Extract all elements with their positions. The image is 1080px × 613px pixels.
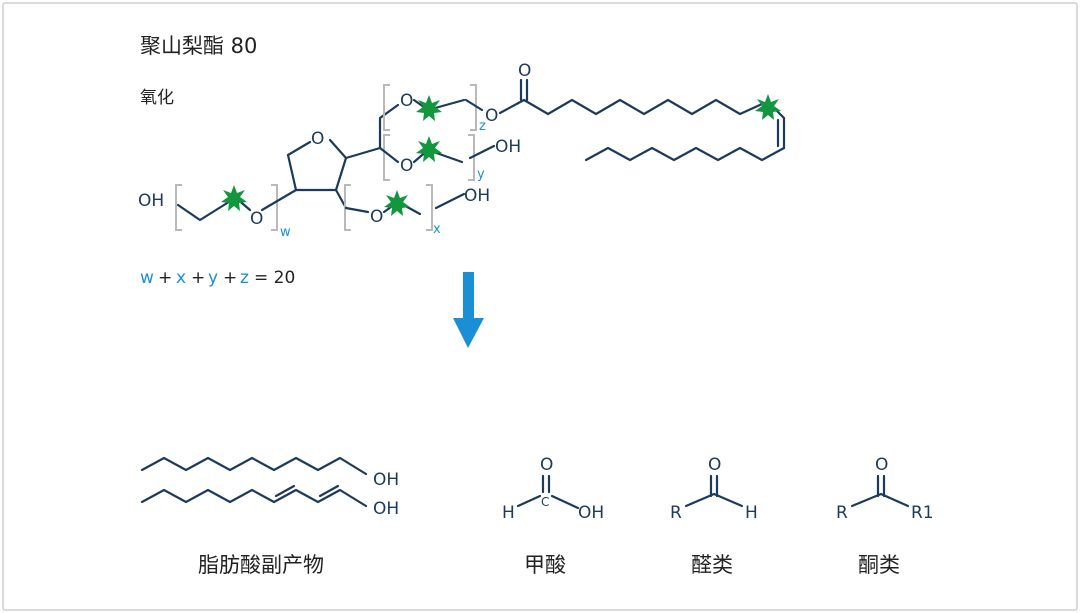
unsaturated-double-bond: [274, 484, 340, 498]
index-z: z: [479, 119, 486, 134]
aldehyde-carbonyl: [709, 474, 719, 498]
bracket-x-open: [344, 184, 351, 231]
atom-oh-x: OH: [464, 186, 490, 206]
aldehyde: O R H 醛类: [670, 455, 758, 577]
bond-z-to-ester-o: [464, 98, 484, 112]
bond-o-to-ring: [260, 188, 298, 212]
eq-w: w: [140, 268, 154, 288]
reaction-arrow-icon: [453, 272, 484, 348]
aldehyde-bonds: [684, 492, 744, 508]
bond-y-oh: [468, 144, 496, 160]
caption-formic-acid: 甲酸: [524, 553, 566, 577]
atom-c-formic: C: [541, 495, 549, 509]
eq-plus-3: +: [223, 268, 237, 288]
atom-r-aldehyde: R: [670, 503, 682, 523]
stoichiometry-equation: w + x + y + z = 20: [140, 268, 295, 288]
index-x: x: [433, 222, 441, 237]
oxidation-site-icon-x: [384, 190, 410, 216]
bond-x-oh: [434, 192, 466, 210]
ketone: O R R1 酮类: [836, 455, 934, 577]
bracket-z-open: [383, 84, 390, 131]
oleyl-chain-lower: [584, 146, 786, 162]
index-w: w: [280, 225, 291, 240]
oxidation-site-icon-w: [221, 185, 247, 211]
bracket-y-open: [383, 134, 390, 181]
saturated-chain: [140, 456, 368, 476]
bracket-z-close: [470, 84, 477, 131]
atom-oh-unsaturated: OH: [373, 499, 399, 519]
ketone-carbonyl: [876, 474, 886, 498]
eq-total: = 20: [254, 268, 295, 288]
oxidation-site-icon-oleyl: [755, 94, 781, 120]
atom-o-x: O: [370, 207, 383, 227]
eq-z: z: [240, 268, 249, 288]
bond-x-o: [344, 206, 370, 214]
eq-plus-1: +: [158, 268, 172, 288]
atom-oh-saturated: OH: [373, 470, 399, 490]
atom-oh-formic: OH: [578, 503, 604, 523]
bracket-y-close: [468, 134, 475, 181]
atom-o-ketone: O: [875, 455, 888, 475]
bracket-w-open: [175, 184, 182, 231]
oleyl-chain-upper: [546, 98, 764, 116]
atom-r1-ketone: R1: [911, 503, 934, 523]
bond-carbonyl: [519, 78, 529, 102]
atom-o-aldehyde: O: [708, 455, 721, 475]
oxidation-site-icon-z: [416, 95, 442, 121]
formic-carbonyl: [541, 474, 551, 494]
oxidation-label: 氧化: [140, 88, 174, 108]
caption-fatty-acid: 脂肪酸副产物: [198, 553, 324, 577]
atom-o-y: O: [400, 156, 413, 176]
unsaturated-chain: [140, 488, 368, 508]
polysorbate-80-structure: OH O w O O x OH O y OH O: [138, 61, 786, 240]
eq-plus-2: +: [191, 268, 205, 288]
ketone-bonds: [850, 492, 910, 508]
oxidation-site-icon-y: [416, 136, 442, 162]
formic-acid: O C H OH 甲酸: [502, 455, 604, 577]
atom-o-formic: O: [540, 455, 553, 475]
index-y: y: [477, 167, 485, 182]
caption-ketone: 酮类: [858, 553, 900, 577]
bond-ester: [498, 98, 550, 116]
atom-o-ester: O: [485, 106, 498, 126]
formic-bonds: [516, 494, 580, 510]
atom-h-aldehyde: H: [745, 503, 758, 523]
bond-ring-to-branch: [344, 146, 382, 160]
atom-o-carbonyl: O: [518, 61, 531, 81]
fatty-acid-byproducts: OH OH 脂肪酸副产物: [140, 456, 399, 577]
bond-w-chain: [176, 198, 234, 222]
bracket-w-close: [271, 184, 278, 231]
atom-h-formic: H: [502, 503, 515, 523]
eq-x: x: [176, 268, 186, 288]
atom-r-ketone: R: [836, 503, 848, 523]
bracket-x-close: [426, 184, 433, 231]
diagram-title: 聚山梨酯 80: [140, 34, 257, 58]
atom-o-w: O: [250, 209, 263, 229]
bond-y-o: [378, 146, 400, 164]
atom-oh-w: OH: [138, 191, 164, 211]
tetrahydrofuran-ring: [286, 138, 348, 192]
atom-o-z: O: [400, 91, 413, 111]
atom-o-ring: O: [311, 129, 324, 149]
eq-y: y: [208, 268, 218, 288]
atom-oh-y: OH: [495, 137, 521, 157]
bond-branch-to-z: [378, 103, 400, 150]
caption-aldehyde: 醛类: [691, 553, 733, 577]
